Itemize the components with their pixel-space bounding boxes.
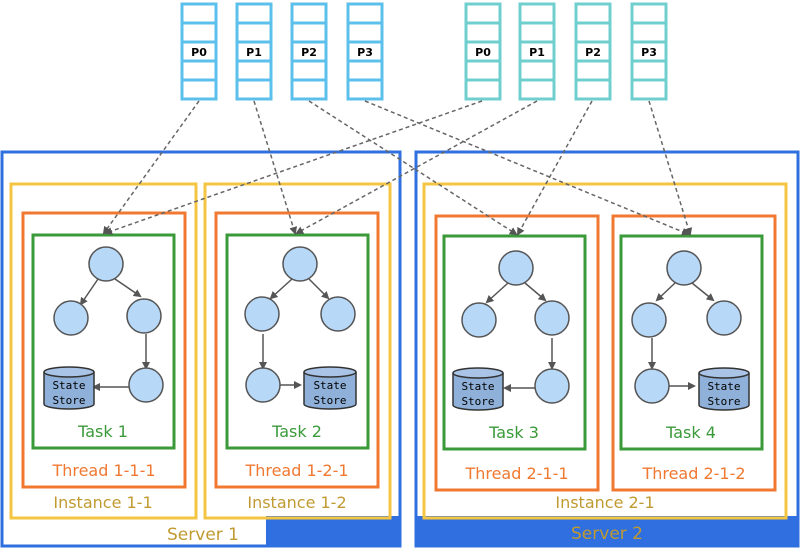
server-1-label: Server 1 (167, 525, 239, 545)
processor-node (282, 246, 318, 282)
topic-1-partition-p1: P1 (235, 2, 273, 101)
topic-1-partition-p0: P0 (180, 2, 218, 101)
state-store-icon: State Store (698, 367, 750, 411)
server-2-label: Server 2 (571, 524, 643, 544)
state-store-label: State (461, 380, 494, 393)
state-store-label: State (313, 379, 346, 392)
topic-1-partition-p3: P3 (346, 2, 384, 101)
thread-2-1-2-label: Thread 2-1-2 (641, 464, 745, 483)
processor-node (631, 302, 667, 338)
arrow-t1p0-task1 (102, 100, 200, 235)
topic-2-partition-p1: P1 (518, 2, 556, 101)
instance-1-2-label: Instance 1-2 (247, 493, 346, 512)
thread-2-1-1: Thread 2-1-1 (434, 214, 600, 492)
arrow-t1p1-task2 (253, 100, 298, 235)
state-store-icon: State Store (452, 367, 504, 411)
processor-node (534, 300, 570, 336)
arrow-t2p3-task4 (648, 100, 693, 236)
thread-2-1-1-label: Thread 2-1-1 (464, 464, 568, 483)
processor-node (498, 250, 534, 286)
state-store-label: Store (313, 394, 346, 407)
task-2-label: Task 2 (271, 422, 322, 441)
state-store-label: State (707, 380, 740, 393)
processor-node (245, 367, 281, 403)
partition-label: P3 (641, 46, 657, 59)
partition-label: P2 (585, 46, 601, 59)
processor-node (128, 367, 164, 403)
thread-1-2-1-label: Thread 1-2-1 (244, 461, 348, 480)
task-4-label: Task 4 (665, 423, 716, 442)
processor-node (534, 368, 570, 404)
partition-label: P0 (191, 46, 207, 59)
topic-2-partition-p0: P0 (464, 2, 502, 101)
instance-1-2: Instance 1-2 (203, 182, 392, 520)
processor-node (666, 250, 702, 286)
processor-node (461, 302, 497, 338)
server-2: Server 2 (414, 150, 800, 548)
partition-label: P3 (357, 46, 373, 59)
topic-2-partition-p3: P3 (630, 2, 668, 101)
partition-label: P2 (301, 46, 317, 59)
state-store-label: Store (707, 395, 740, 408)
processor-node (244, 296, 280, 332)
task-1: State Store Task 1 (31, 233, 176, 450)
server-1: Server 1 (0, 150, 402, 548)
arrow-t1p2-task3 (308, 100, 518, 236)
partition-label: P1 (529, 46, 545, 59)
arrow-t2p1-task2 (295, 100, 538, 234)
processor-node (706, 300, 742, 336)
instance-2-1-label: Instance 2-1 (555, 493, 654, 512)
task-3-label: Task 3 (488, 423, 539, 442)
thread-2-1-2: Thread 2-1-2 (611, 214, 777, 492)
thread-1-1-1-label: Thread 1-1-1 (51, 461, 155, 480)
partition-assignment-arrows (102, 100, 693, 236)
processor-node (320, 296, 356, 332)
partition-label: P1 (246, 46, 262, 59)
state-store-label: Store (52, 394, 85, 407)
arrow-t1p3-task4 (364, 100, 690, 236)
state-store-label: Store (461, 395, 494, 408)
processor-node (634, 368, 670, 404)
state-store-icon: State Store (303, 366, 357, 410)
thread-1-1-1: Thread 1-1-1 (21, 211, 187, 489)
topic-1: P0 P1 P2 P3 (180, 2, 384, 101)
instance-1-1-label: Instance 1-1 (53, 493, 152, 512)
topic-1-partition-p2: P2 (290, 2, 328, 101)
task-1-label: Task 1 (77, 422, 128, 441)
partition-label: P0 (475, 46, 491, 59)
processor-node (88, 246, 124, 282)
arrow-t2p2-task3 (517, 100, 593, 236)
task-3: State Store Task 3 (442, 234, 587, 451)
instance-1-1: Instance 1-1 (9, 182, 198, 520)
task-4: State Store Task 4 (619, 234, 764, 451)
thread-1-2-1: Thread 1-2-1 (214, 211, 380, 489)
task-2: State Store Task 2 (225, 233, 370, 450)
processor-node (126, 298, 162, 334)
state-store-icon: State Store (43, 366, 95, 410)
instance-2-1: Instance 2-1 (422, 182, 788, 520)
state-store-label: State (52, 379, 85, 392)
processor-node (53, 300, 89, 336)
topic-2-partition-p2: P2 (574, 2, 612, 101)
topic-2: P0 P1 P2 P3 (464, 2, 668, 101)
